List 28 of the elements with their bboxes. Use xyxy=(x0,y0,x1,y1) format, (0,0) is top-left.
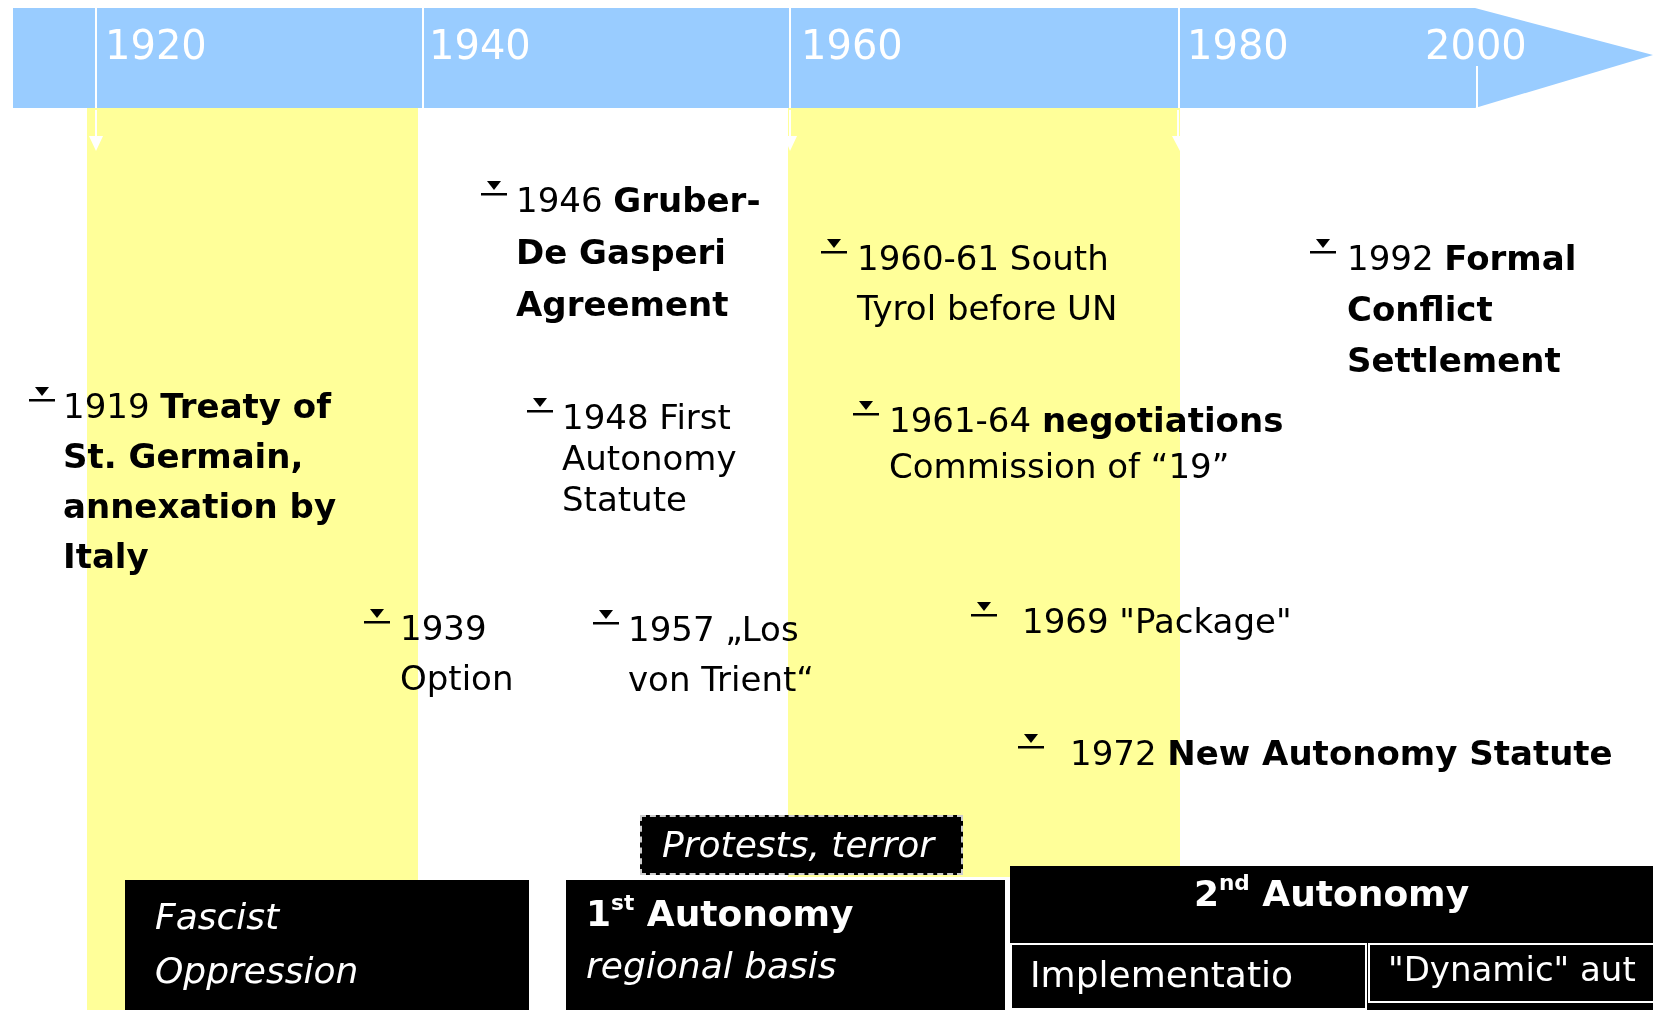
period-box xyxy=(566,880,1005,1010)
event-text: 1972 New Autonomy Statute xyxy=(1070,732,1613,775)
year-label: 1940 xyxy=(429,25,531,65)
event-text: 1919 Treaty of St. Germain, annexation by Italy xyxy=(63,385,338,578)
period-label: 2$^{nd}$ Autonomy xyxy=(1192,868,1471,916)
event-text: 1939 Option xyxy=(400,607,515,700)
period-label: 1$^{st}$ Autonomy xyxy=(586,888,854,936)
event-text: 1960-61 South Tyrol before UN xyxy=(857,237,1119,330)
event-text: 1961-64 negotiations Commission of “19” xyxy=(889,399,1285,488)
event-text: 1957 „Los von Trient“ xyxy=(628,608,815,701)
period-label: regional basis xyxy=(586,944,837,988)
period-box xyxy=(640,815,963,875)
period-box xyxy=(1010,866,1653,1010)
period-box xyxy=(1010,943,1367,1010)
year-label: 2000 xyxy=(1425,25,1527,65)
period-box xyxy=(1368,943,1653,1003)
period-box xyxy=(125,880,529,1010)
period-label: "Dynamic" aut xyxy=(1388,948,1636,991)
period-label: Protests, terror xyxy=(662,823,934,867)
event-text: 1948 First Autonomy Statute xyxy=(562,396,738,520)
year-label: 1960 xyxy=(801,25,903,65)
period-label: Fascist Oppression xyxy=(155,895,360,993)
period-label: Implementatio xyxy=(1030,953,1294,997)
event-text: 1946 Gruber-De Gasperi Agreement xyxy=(516,179,762,326)
year-label: 1920 xyxy=(105,25,207,65)
year-label: 1980 xyxy=(1187,25,1289,65)
event-text: 1969 "Package" xyxy=(1022,600,1292,643)
event-text: 1992 Formal Conflict Settlement xyxy=(1347,236,1578,382)
